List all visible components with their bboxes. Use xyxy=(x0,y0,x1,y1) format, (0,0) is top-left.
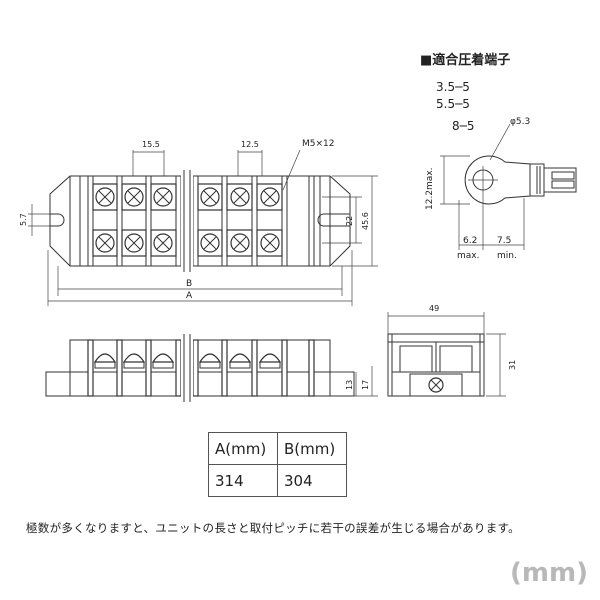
table-row: 314 304 xyxy=(208,464,347,497)
screw-icon xyxy=(197,183,223,211)
screw-icon xyxy=(197,229,223,257)
screw-icon xyxy=(121,183,147,211)
pitch-1-label: 15.5 xyxy=(142,140,160,149)
length-b-label: B xyxy=(186,279,192,289)
screw-icon xyxy=(256,183,283,211)
pitch-2-label: 12.5 xyxy=(241,140,259,149)
terminal-spec: ■適合圧着端子 3.5─5 5.5─5 8─5 φ5.3 12.2max. xyxy=(420,52,577,261)
dim-left-note: max. xyxy=(457,251,479,261)
dimensions-table: A(mm) B(mm) 314 304 xyxy=(208,432,347,497)
length-a-label: A xyxy=(186,291,193,301)
screw-icon xyxy=(256,229,283,257)
table-row: A(mm) B(mm) xyxy=(208,432,347,465)
screw-heads-side xyxy=(93,353,282,369)
screw-icon xyxy=(226,183,253,211)
header-b: B(mm) xyxy=(277,432,347,465)
height-label: 12.2max. xyxy=(425,167,435,210)
screw-icon xyxy=(150,229,177,257)
screw-icon xyxy=(150,183,177,211)
note-text: 極数が多くなりますと、ユニットの長さと取付ピッチに若干の誤差が生じる場合がありま… xyxy=(26,521,520,535)
crimp-terminal-drawing: φ5.3 12.2max. 6.2 max. 7.5 xyxy=(425,117,577,261)
terminal-size-2: 5.5─5 xyxy=(436,97,470,111)
side-height-1-label: 13 xyxy=(345,380,354,390)
value-a: 314 xyxy=(208,464,278,497)
height-1-label: 5.7 xyxy=(19,213,28,226)
screw-label: M5×12 xyxy=(302,139,334,149)
height-3-label: 45.6 xyxy=(361,212,370,230)
dim-right-label: 7.5 xyxy=(497,236,511,246)
screw-icon xyxy=(226,229,253,257)
terminal-size-1: 3.5─5 xyxy=(436,80,470,94)
side-height-3-label: 31 xyxy=(508,360,517,370)
hole-diameter-label: φ5.3 xyxy=(510,117,530,127)
top-view: 15.5 12.5 M5×12 xyxy=(19,139,378,306)
dim-left-label: 6.2 xyxy=(463,236,477,246)
front-view: 13 17 xyxy=(45,334,378,402)
unit-label: (mm) xyxy=(510,558,588,588)
screw-row-top xyxy=(92,183,283,211)
screw-icon xyxy=(92,229,118,257)
terminal-size-3: 8─5 xyxy=(452,119,475,133)
side-height-2-label: 17 xyxy=(361,380,370,390)
header-a: A(mm) xyxy=(208,432,278,465)
dim-right-note: min. xyxy=(497,251,517,261)
side-width-label: 49 xyxy=(429,304,439,313)
end-view: 49 31 xyxy=(387,304,517,397)
screw-icon xyxy=(121,229,147,257)
screw-row-bottom xyxy=(92,229,283,257)
terminal-spec-heading: ■適合圧着端子 xyxy=(420,52,510,68)
screw-icon xyxy=(92,183,118,211)
height-2-label: 22 xyxy=(345,216,354,226)
value-b: 304 xyxy=(277,464,347,497)
